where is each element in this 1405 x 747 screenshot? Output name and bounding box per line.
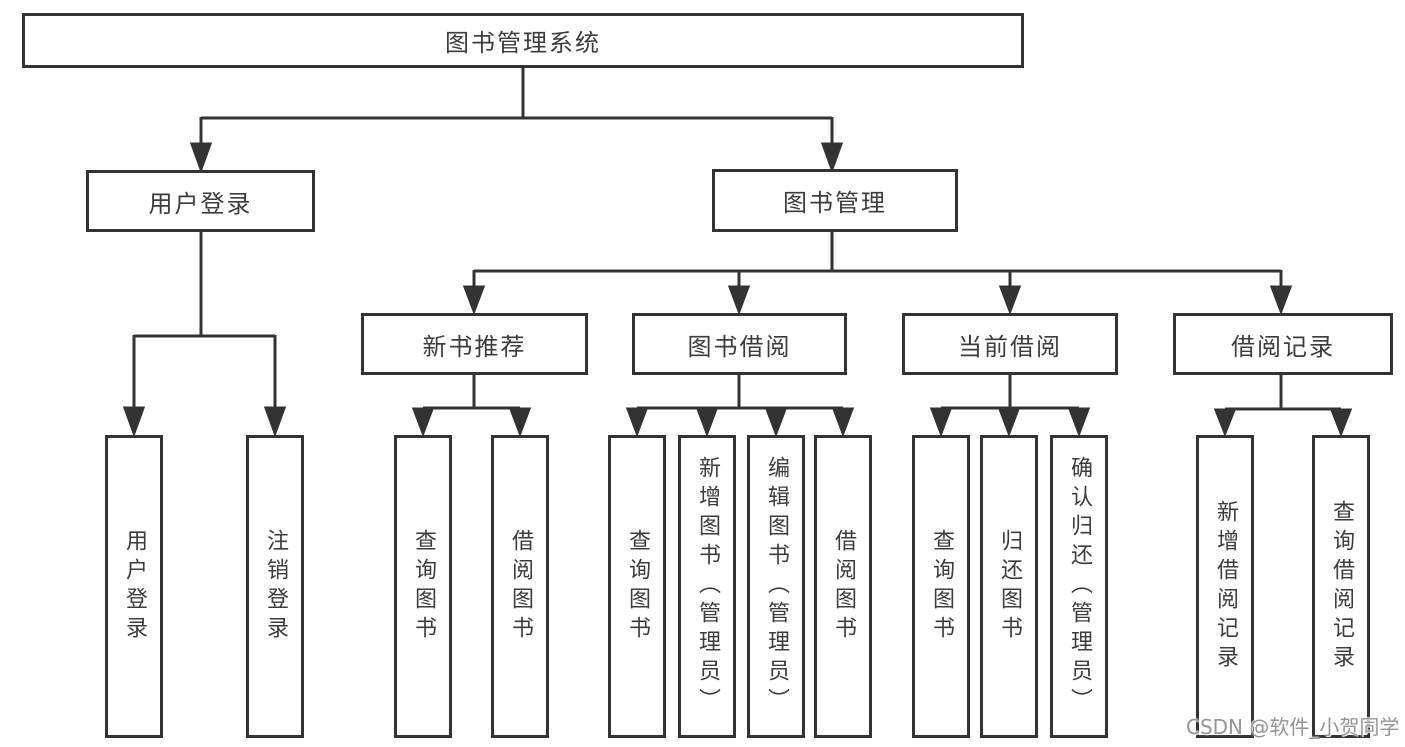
node-label: 查询图书 (625, 528, 650, 645)
arrowhead-down-icon (820, 142, 844, 174)
arrowhead-down-icon (462, 285, 486, 316)
leaf-confirm-return-admin: 确认归还（管理员） (1050, 435, 1108, 738)
connector-book-borrow-to-leaves (625, 375, 855, 438)
connector-borrow-record-to-leaves (1213, 375, 1353, 438)
arrowhead-down-icon (263, 406, 287, 438)
node-label: 新书推荐 (422, 332, 527, 361)
arrowhead-down-icon (122, 406, 146, 438)
node-label: 用户登录 (148, 189, 253, 218)
node-label: 编辑图书（管理员） (764, 456, 789, 717)
leaf-edit-book-admin: 编辑图书（管理员） (747, 435, 805, 738)
node-user-login: 用户登录 (86, 170, 315, 232)
node-label: 新增图书（管理员） (695, 456, 720, 717)
node-label: 借阅图书 (831, 528, 856, 645)
node-label: 图书管理系统 (445, 29, 601, 57)
leaf-user-login: 用户登录 (105, 435, 163, 738)
arrowhead-down-icon (831, 407, 855, 438)
node-label: 注销登录 (263, 528, 288, 645)
node-label: 确认归还（管理员） (1067, 456, 1092, 717)
leaf-borrow-book: 借阅图书 (814, 435, 872, 738)
arrowhead-down-icon (695, 407, 719, 438)
node-label: 查询借阅记录 (1329, 499, 1354, 674)
node-label: 用户登录 (122, 528, 147, 645)
arrowhead-down-icon (625, 407, 649, 438)
connector-new-book-to-leaves (411, 375, 532, 438)
leaf-add-book-admin: 新增图书（管理员） (678, 435, 736, 738)
leaf-query-book-current: 查询图书 (912, 435, 970, 738)
node-book-management: 图书管理 (712, 169, 958, 232)
leaf-query-borrow-record: 查询借阅记录 (1312, 435, 1370, 738)
node-label: 借阅图书 (508, 528, 533, 645)
node-current-borrow: 当前借阅 (902, 313, 1118, 375)
arrowhead-down-icon (727, 285, 751, 316)
node-book-borrow: 图书借阅 (632, 313, 847, 375)
leaf-logout: 注销登录 (246, 435, 304, 738)
node-label: 新增借阅记录 (1213, 499, 1238, 674)
node-label: 当前借阅 (958, 332, 1062, 361)
csdn-watermark: CSDN @软件_小贺同学 (1186, 715, 1400, 739)
node-label: 归还图书 (997, 528, 1022, 645)
node-borrow-record: 借阅记录 (1173, 313, 1393, 375)
leaf-add-borrow-record: 新增借阅记录 (1196, 435, 1254, 738)
node-label: 图书借阅 (687, 332, 792, 361)
arrowhead-down-icon (929, 407, 953, 438)
arrowhead-down-icon (1213, 408, 1237, 438)
connector-root-to-level2 (189, 68, 844, 174)
arrowhead-down-icon (764, 407, 788, 438)
node-label: 查询图书 (411, 528, 436, 645)
arrowhead-down-icon (998, 285, 1022, 316)
leaf-borrow-book-recommend: 借阅图书 (491, 435, 549, 738)
leaf-query-book-borrow: 查询图书 (608, 435, 666, 738)
connector-user-login-to-leaves (122, 232, 287, 438)
node-library-management-system: 图书管理系统 (22, 13, 1024, 68)
arrowhead-down-icon (997, 407, 1021, 438)
leaf-query-book-recommend: 查询图书 (394, 435, 452, 738)
arrowhead-down-icon (1329, 408, 1353, 438)
arrowhead-down-icon (508, 407, 532, 438)
node-label: 图书管理 (783, 189, 887, 217)
connector-current-borrow-to-leaves (929, 375, 1091, 438)
node-new-book-recommend: 新书推荐 (361, 313, 588, 375)
leaf-return-book: 归还图书 (980, 435, 1038, 738)
arrowhead-down-icon (411, 407, 435, 438)
arrowhead-down-icon (189, 142, 213, 174)
node-label: 查询图书 (929, 528, 954, 645)
node-label: 借阅记录 (1231, 332, 1335, 361)
arrowhead-down-icon (1067, 407, 1091, 438)
arrowhead-down-icon (1269, 285, 1293, 316)
connector-book-management-to-level3 (462, 232, 1293, 316)
